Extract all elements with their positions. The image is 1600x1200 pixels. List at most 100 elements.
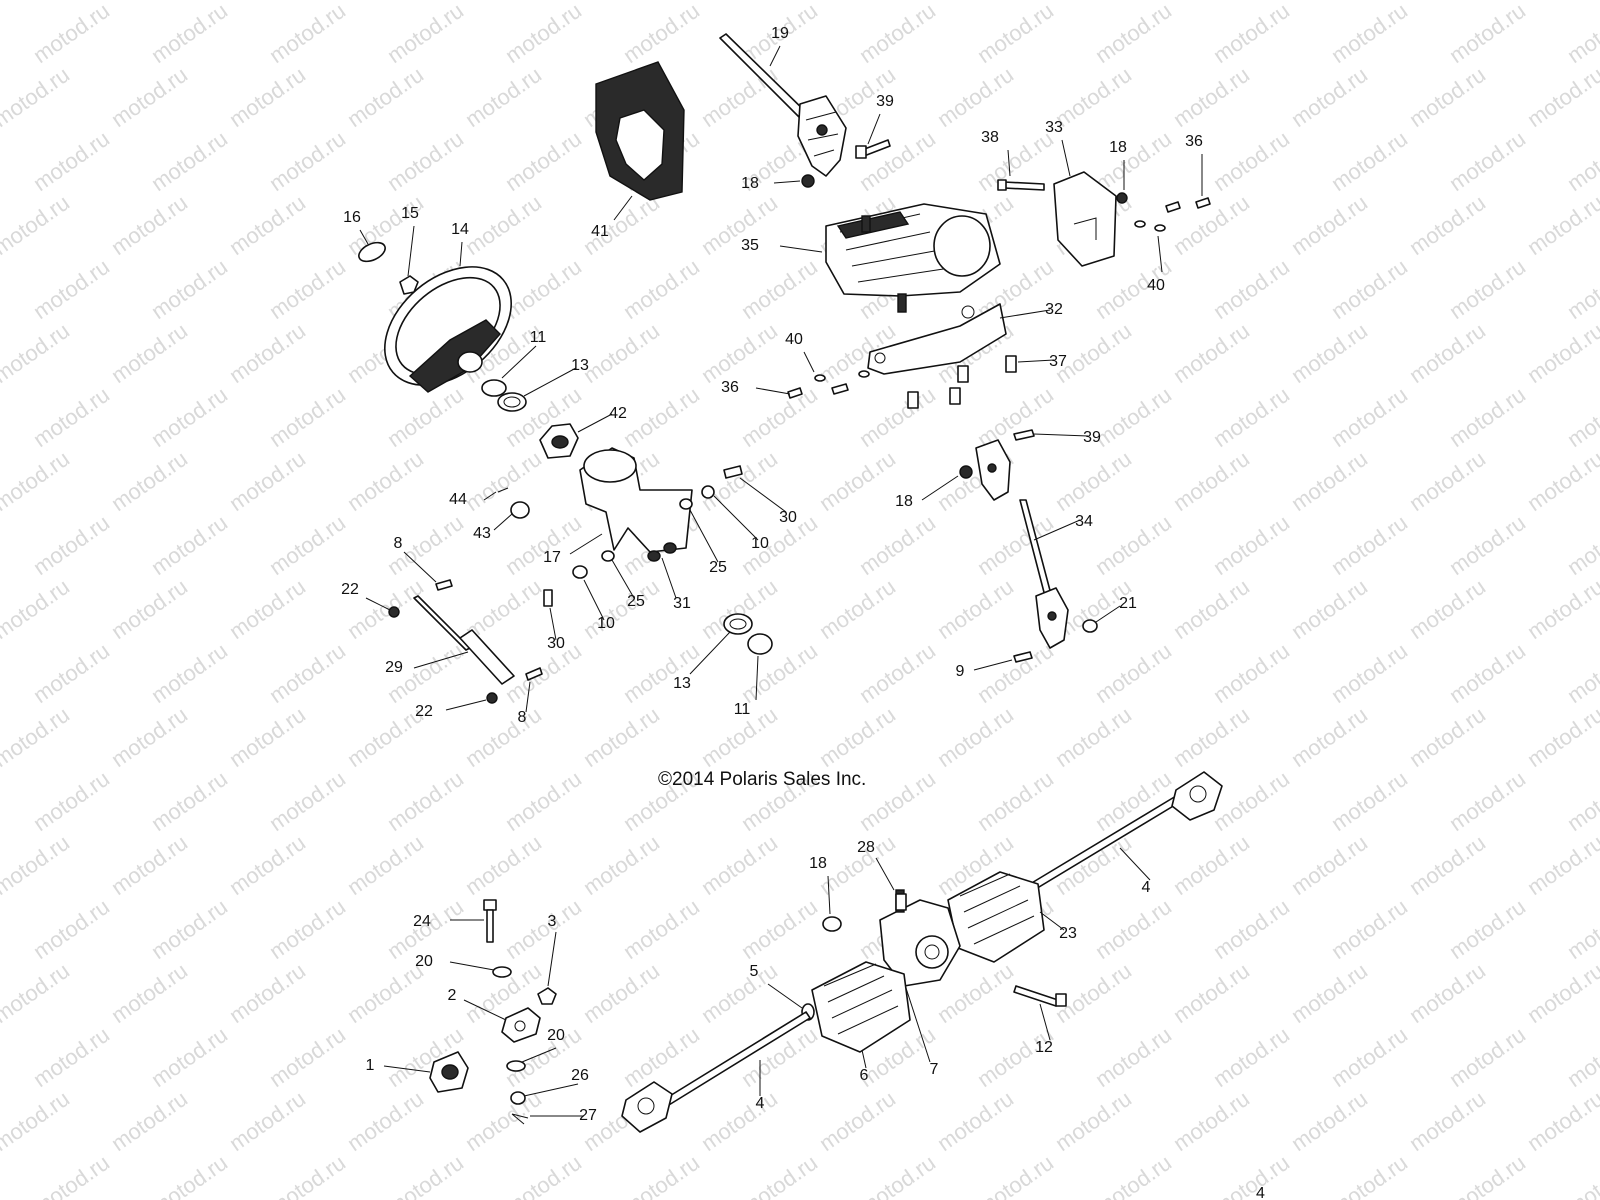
watermark-text: motod.ru [933, 0, 1018, 4]
part-18-nut-a [801, 174, 815, 188]
watermark-text: motod.ru [265, 0, 350, 68]
watermark-text: motod.ru [1445, 126, 1530, 196]
watermark-text: motod.ru [1445, 510, 1530, 580]
watermark-text: motod.ru [147, 1022, 232, 1092]
watermark-text: motod.ru [855, 126, 940, 196]
part-41-gasket [595, 61, 685, 201]
watermark-text: motod.ru [933, 574, 1018, 644]
callout-c35: 35 [741, 237, 759, 254]
watermark-text: motod.ru [697, 0, 782, 4]
leader-c44 [483, 491, 497, 501]
part-11-bushing-b [747, 633, 773, 655]
watermark-text: motod.ru [265, 1022, 350, 1092]
leader-c28 [875, 857, 895, 891]
part-32-lower-bracket [867, 303, 1007, 375]
watermark-text: motod.ru [1091, 1150, 1176, 1200]
callout-c13b: 13 [673, 675, 691, 692]
callout-c29: 29 [385, 659, 403, 676]
leader-c11a [501, 345, 537, 379]
watermark-text: motod.ru [1563, 0, 1600, 68]
callout-c12: 12 [1035, 1039, 1053, 1056]
watermark-text: motod.ru [383, 0, 468, 68]
leader-c37 [1017, 359, 1055, 363]
watermark-text: motod.ru [1051, 0, 1136, 4]
watermark-text: motod.ru [343, 0, 428, 4]
watermark-text: motod.ru [501, 1150, 586, 1200]
watermark-text: motod.ru [1209, 638, 1294, 708]
leader-c20b [521, 1047, 557, 1063]
callout-c27: 27 [579, 1107, 597, 1124]
part-18-nut-d [822, 916, 842, 932]
watermark-text: motod.ru [265, 126, 350, 196]
leader-c18a [773, 180, 801, 184]
leader-c31 [661, 557, 677, 599]
leader-c15 [407, 225, 415, 277]
watermark-text: motod.ru [815, 702, 900, 772]
leader-c26 [523, 1083, 579, 1097]
leader-c20a [449, 961, 495, 971]
watermark-text: motod.ru [147, 510, 232, 580]
watermark-text: motod.ru [1445, 638, 1530, 708]
watermark-text: motod.ru [1327, 1150, 1412, 1200]
leader-c13a [523, 367, 577, 397]
watermark-text: motod.ru [1169, 446, 1254, 516]
part-21-nut [1082, 619, 1098, 633]
watermark-text: motod.ru [147, 254, 232, 324]
callout-c2: 2 [448, 987, 457, 1004]
watermark-text: motod.ru [225, 446, 310, 516]
callout-c10b: 10 [597, 615, 615, 632]
leader-c36b [755, 387, 791, 395]
watermark-text: motod.ru [1405, 0, 1490, 4]
part-15-nut [399, 275, 419, 295]
watermark-text: motod.ru [1091, 638, 1176, 708]
watermark-text: motod.ru [1169, 62, 1254, 132]
watermark-text: motod.ru [697, 830, 782, 900]
callout-c34: 34 [1075, 513, 1093, 530]
leader-c7 [905, 987, 931, 1063]
watermark-text: motod.ru [1287, 446, 1372, 516]
watermark-text: motod.ru [107, 830, 192, 900]
watermark-text: motod.ru [1445, 382, 1530, 452]
watermark-text: motod.ru [383, 382, 468, 452]
part-11-bushing-a [481, 379, 507, 397]
watermark-text: motod.ru [1169, 830, 1254, 900]
part-22-nut-b [486, 692, 498, 704]
callout-c36a: 36 [1185, 133, 1203, 150]
part-44-pin [497, 487, 509, 493]
watermark-text: motod.ru [461, 62, 546, 132]
watermark-text: motod.ru [619, 894, 704, 964]
watermark-text: motod.ru [1445, 894, 1530, 964]
watermark-text: motod.ru [973, 382, 1058, 452]
callout-c20b: 20 [547, 1027, 565, 1044]
watermark-text: motod.ru [343, 830, 428, 900]
watermark-text: motod.ru [1327, 638, 1412, 708]
watermark-text: motod.ru [1445, 0, 1530, 68]
part-30-bolt-b [543, 589, 553, 607]
watermark-text: motod.ru [0, 958, 74, 1028]
leader-c10b [583, 579, 605, 621]
watermark-text: motod.ru [343, 1086, 428, 1156]
callout-c4a: 4 [1142, 879, 1151, 896]
part-29-gas-strut [413, 595, 515, 685]
watermark-text: motod.ru [0, 702, 74, 772]
leader-c39b [1033, 433, 1089, 437]
watermark-text: motod.ru [0, 446, 74, 516]
part-20-washer-a [492, 966, 512, 978]
callout-c19: 19 [771, 25, 789, 42]
callout-c22a: 22 [341, 581, 359, 598]
leader-c2 [463, 999, 507, 1021]
watermark-text: motod.ru [855, 510, 940, 580]
watermark-text: motod.ru [225, 958, 310, 1028]
callout-c25b: 25 [627, 593, 645, 610]
watermark-text: motod.ru [147, 1150, 232, 1200]
watermark-text: motod.ru [1405, 702, 1490, 772]
leader-c33 [1061, 139, 1071, 177]
watermark-text: motod.ru [619, 0, 704, 68]
part-40-washers-a [1134, 220, 1166, 232]
watermark-text: motod.ru [225, 318, 310, 388]
watermark-text: motod.ru [29, 638, 114, 708]
watermark-text: motod.ru [107, 1086, 192, 1156]
watermark-text: motod.ru [1169, 318, 1254, 388]
watermark-text: motod.ru [1445, 1150, 1530, 1200]
watermark-text: motod.ru [1091, 894, 1176, 964]
